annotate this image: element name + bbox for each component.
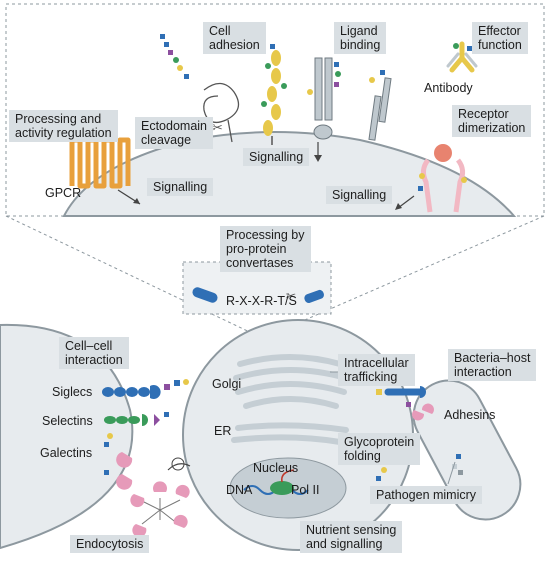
endocytic-vesicle [171, 457, 185, 471]
label-nucleus: Nucleus [253, 461, 299, 475]
label-processing-activity: Processing and activity regulation [9, 110, 118, 142]
scissors-icon: ✂ [212, 121, 223, 136]
endocytosis-lectins [130, 481, 190, 538]
glycoprotein-receptor [368, 70, 392, 141]
siglecs-molecule [102, 379, 189, 400]
pol-ii-enzyme [270, 481, 294, 495]
rna-transcript [280, 469, 295, 483]
neighbor-cell [0, 323, 134, 550]
gpcr-shape [69, 137, 131, 189]
antibody-icon [446, 41, 478, 73]
label-ectodomain: Ectodomain cleavage [135, 117, 214, 149]
label-adhesins: Adhesins [444, 408, 496, 422]
adhesin-molecule [376, 386, 434, 421]
label-signalling-gpcr: Signalling [147, 178, 214, 196]
golgi-apparatus [233, 354, 349, 409]
label-pol2: Pol II [291, 483, 320, 497]
endocytosis-arrow [167, 463, 191, 471]
label-selectins: Selectins [42, 414, 93, 428]
label-glycoprotein: Glycoprotein folding [338, 433, 421, 465]
label-motif: R-X-X-R-T/S [226, 294, 297, 308]
cell-adhesion-molecule [261, 44, 287, 145]
label-er: ER [214, 424, 232, 438]
endoplasmic-reticulum [231, 422, 349, 445]
ligand-binding-receptor [307, 57, 341, 140]
label-intracellular: Intracellular trafficking [338, 354, 415, 386]
zoom-inset-frame [5, 3, 545, 217]
label-endocytosis: Endocytosis [70, 535, 150, 553]
convertase-scissors-icon: ✂ [286, 289, 296, 303]
zoomed-cell-membrane [62, 131, 517, 217]
label-pathogen-mimicry: Pathogen mimicry [370, 486, 483, 504]
receptor-dimer [418, 144, 467, 213]
label-receptor-dim: Receptor dimerization [452, 105, 532, 137]
receptor-signal-arrow [397, 195, 415, 209]
label-bacteria-host: Bacteria–host interaction [448, 349, 537, 381]
ectodomain-stalk [227, 119, 233, 143]
label-antibody: Antibody [424, 81, 473, 95]
label-cell-cell: Cell–cell interaction [59, 337, 129, 369]
proprotein-left-fragment [192, 287, 218, 303]
gpcr-signal-arrowhead [133, 198, 140, 204]
label-effector: Effector function [472, 22, 528, 54]
connector-pathogen [447, 461, 456, 485]
label-golgi: Golgi [212, 377, 242, 391]
label-signalling-dimer: Signalling [326, 186, 393, 204]
label-cell-adhesion: Cell adhesion [203, 22, 266, 54]
bacterium [412, 379, 522, 521]
ectodomain-protein [203, 82, 240, 124]
label-proprotein: Processing by pro-protein convertases [220, 226, 311, 272]
label-nutrient: Nutrient sensing and signalling [300, 521, 403, 553]
ectodomain-glycan [160, 34, 189, 79]
label-galectins: Galectins [40, 446, 93, 460]
proprotein-right-fragment [304, 289, 324, 303]
ligand-signal-arrowhead [314, 155, 322, 162]
zoom-line-right [267, 215, 545, 337]
label-siglecs: Siglecs [52, 385, 93, 399]
pathogen-glycans [376, 454, 463, 481]
label-dna: DNA [226, 483, 253, 497]
zoom-line-left [5, 215, 259, 337]
label-gpcr: GPCR [45, 186, 82, 200]
galectins-molecule [104, 433, 133, 490]
selectins-molecule [104, 412, 169, 426]
receptor-signal-arrowhead [395, 203, 402, 210]
label-signalling-adhesion: Signalling [243, 148, 310, 166]
label-ligand-binding: Ligand binding [334, 22, 387, 54]
